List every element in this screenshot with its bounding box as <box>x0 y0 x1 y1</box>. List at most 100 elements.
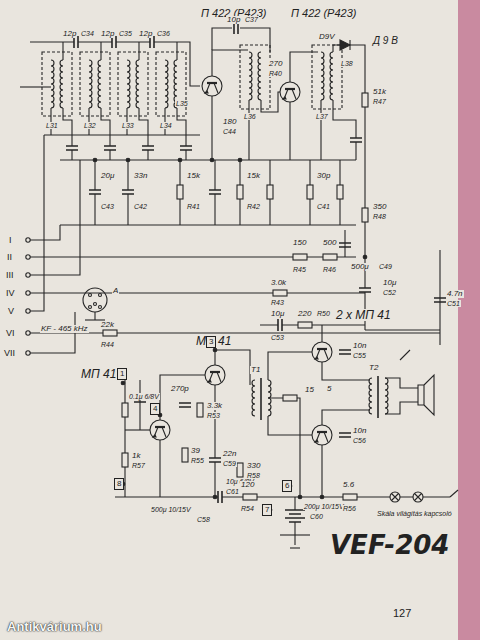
resistor-symbol <box>243 494 257 500</box>
junction-dot <box>238 158 242 162</box>
wire <box>212 50 248 76</box>
wire <box>333 100 356 160</box>
resistor-symbol <box>283 395 297 401</box>
component-label: 39 <box>190 447 201 455</box>
coil-symbol <box>258 52 261 100</box>
component-label: 30p <box>316 172 331 180</box>
capacitor-symbol <box>104 146 116 150</box>
component-label: 33n <box>133 172 148 180</box>
wire <box>60 224 356 225</box>
capacitor-symbol <box>339 350 351 354</box>
component-label: R43 <box>270 299 285 306</box>
component-label: L34 <box>159 122 173 129</box>
component-label: R55 <box>190 457 205 464</box>
component-label: L33 <box>121 122 135 129</box>
wire <box>365 329 440 330</box>
wire <box>320 100 321 160</box>
capacitor-symbol <box>142 146 154 150</box>
component-label: 10μ <box>382 279 397 287</box>
component-label: МП 41 <box>80 368 117 380</box>
component-label: П 422 (Р423) <box>290 8 357 19</box>
component-label: 15 <box>304 386 315 394</box>
component-label: 15k <box>186 172 201 180</box>
junction-dot <box>213 495 217 499</box>
component-label: T1 <box>250 366 261 374</box>
wire <box>333 45 340 52</box>
coil-symbol <box>249 52 252 100</box>
component-label: C43 <box>100 203 115 210</box>
capacitor-symbol <box>209 190 221 194</box>
wire <box>240 28 270 52</box>
component-label: 20μ <box>100 172 115 180</box>
wire <box>94 312 95 320</box>
component-label: C41 <box>316 203 331 210</box>
junction-dot <box>121 381 125 385</box>
diode-symbol <box>340 40 350 50</box>
coil-symbol <box>136 60 139 108</box>
component-label: L36 <box>243 113 257 120</box>
coil-symbol <box>127 60 130 108</box>
component-label: D9V <box>318 33 336 41</box>
wire <box>248 100 249 160</box>
resistor-symbol <box>122 453 128 467</box>
capacitor-symbol <box>278 319 282 331</box>
component-label: R44 <box>100 341 115 348</box>
component-label: 10p <box>226 16 241 24</box>
shield-can <box>118 52 148 116</box>
callout-box: 4 <box>150 403 160 415</box>
wire <box>212 28 232 50</box>
component-label: C34 <box>80 30 95 37</box>
coil-symbol <box>321 52 324 100</box>
coil-symbol <box>369 378 372 414</box>
resistor-symbol <box>362 93 368 107</box>
component-label: L37 <box>315 113 329 120</box>
wire <box>159 440 160 497</box>
capacitor-symbol <box>122 190 134 194</box>
component-label: C55 <box>352 352 367 359</box>
terminal-symbol <box>26 309 30 313</box>
component-label: R47 <box>372 98 387 105</box>
component-label: C58 <box>196 516 211 523</box>
component-label: R53 <box>206 412 221 419</box>
component-label: 3.3k <box>206 402 223 410</box>
component-label: 12p <box>100 30 115 38</box>
coil-symbol <box>98 60 101 108</box>
terminal-symbol <box>26 255 30 259</box>
wire <box>294 535 295 545</box>
resistor-symbol <box>182 448 188 462</box>
component-label: 200μ 10/15V <box>303 503 345 510</box>
wire <box>290 52 318 82</box>
page-number: 127 <box>392 608 412 619</box>
component-label: V <box>7 307 15 316</box>
capacitor-symbol <box>209 458 221 462</box>
component-label: 10n <box>352 342 367 350</box>
junction-dot <box>126 158 130 162</box>
coil-symbol <box>330 52 333 100</box>
component-label: R40 <box>268 70 283 77</box>
capacitor-symbol <box>350 138 362 142</box>
wire <box>211 96 212 160</box>
component-label: 22k <box>100 321 115 329</box>
coil-symbol <box>51 60 54 108</box>
resistor-symbol <box>197 403 203 417</box>
component-label: C56 <box>352 437 367 444</box>
transistor-symbol <box>312 342 332 362</box>
resistor-symbol <box>343 494 357 500</box>
capacitor-symbol <box>66 146 78 150</box>
component-label: 500 <box>322 239 337 247</box>
wire <box>125 429 150 430</box>
junction-dot <box>178 158 182 162</box>
resistor-symbol <box>298 322 312 328</box>
callout-box: 1 <box>117 368 127 380</box>
component-label: R54 <box>240 505 255 512</box>
lamp-symbol <box>413 492 423 502</box>
component-label: R45 <box>292 266 307 273</box>
resistor-symbol <box>267 185 273 199</box>
junction-dot <box>363 255 367 259</box>
callout-number: 6 <box>285 481 289 490</box>
circuit <box>20 22 458 548</box>
component-label: VI <box>5 329 16 338</box>
transistor-symbol <box>150 420 170 440</box>
component-label: C37 <box>244 16 259 23</box>
